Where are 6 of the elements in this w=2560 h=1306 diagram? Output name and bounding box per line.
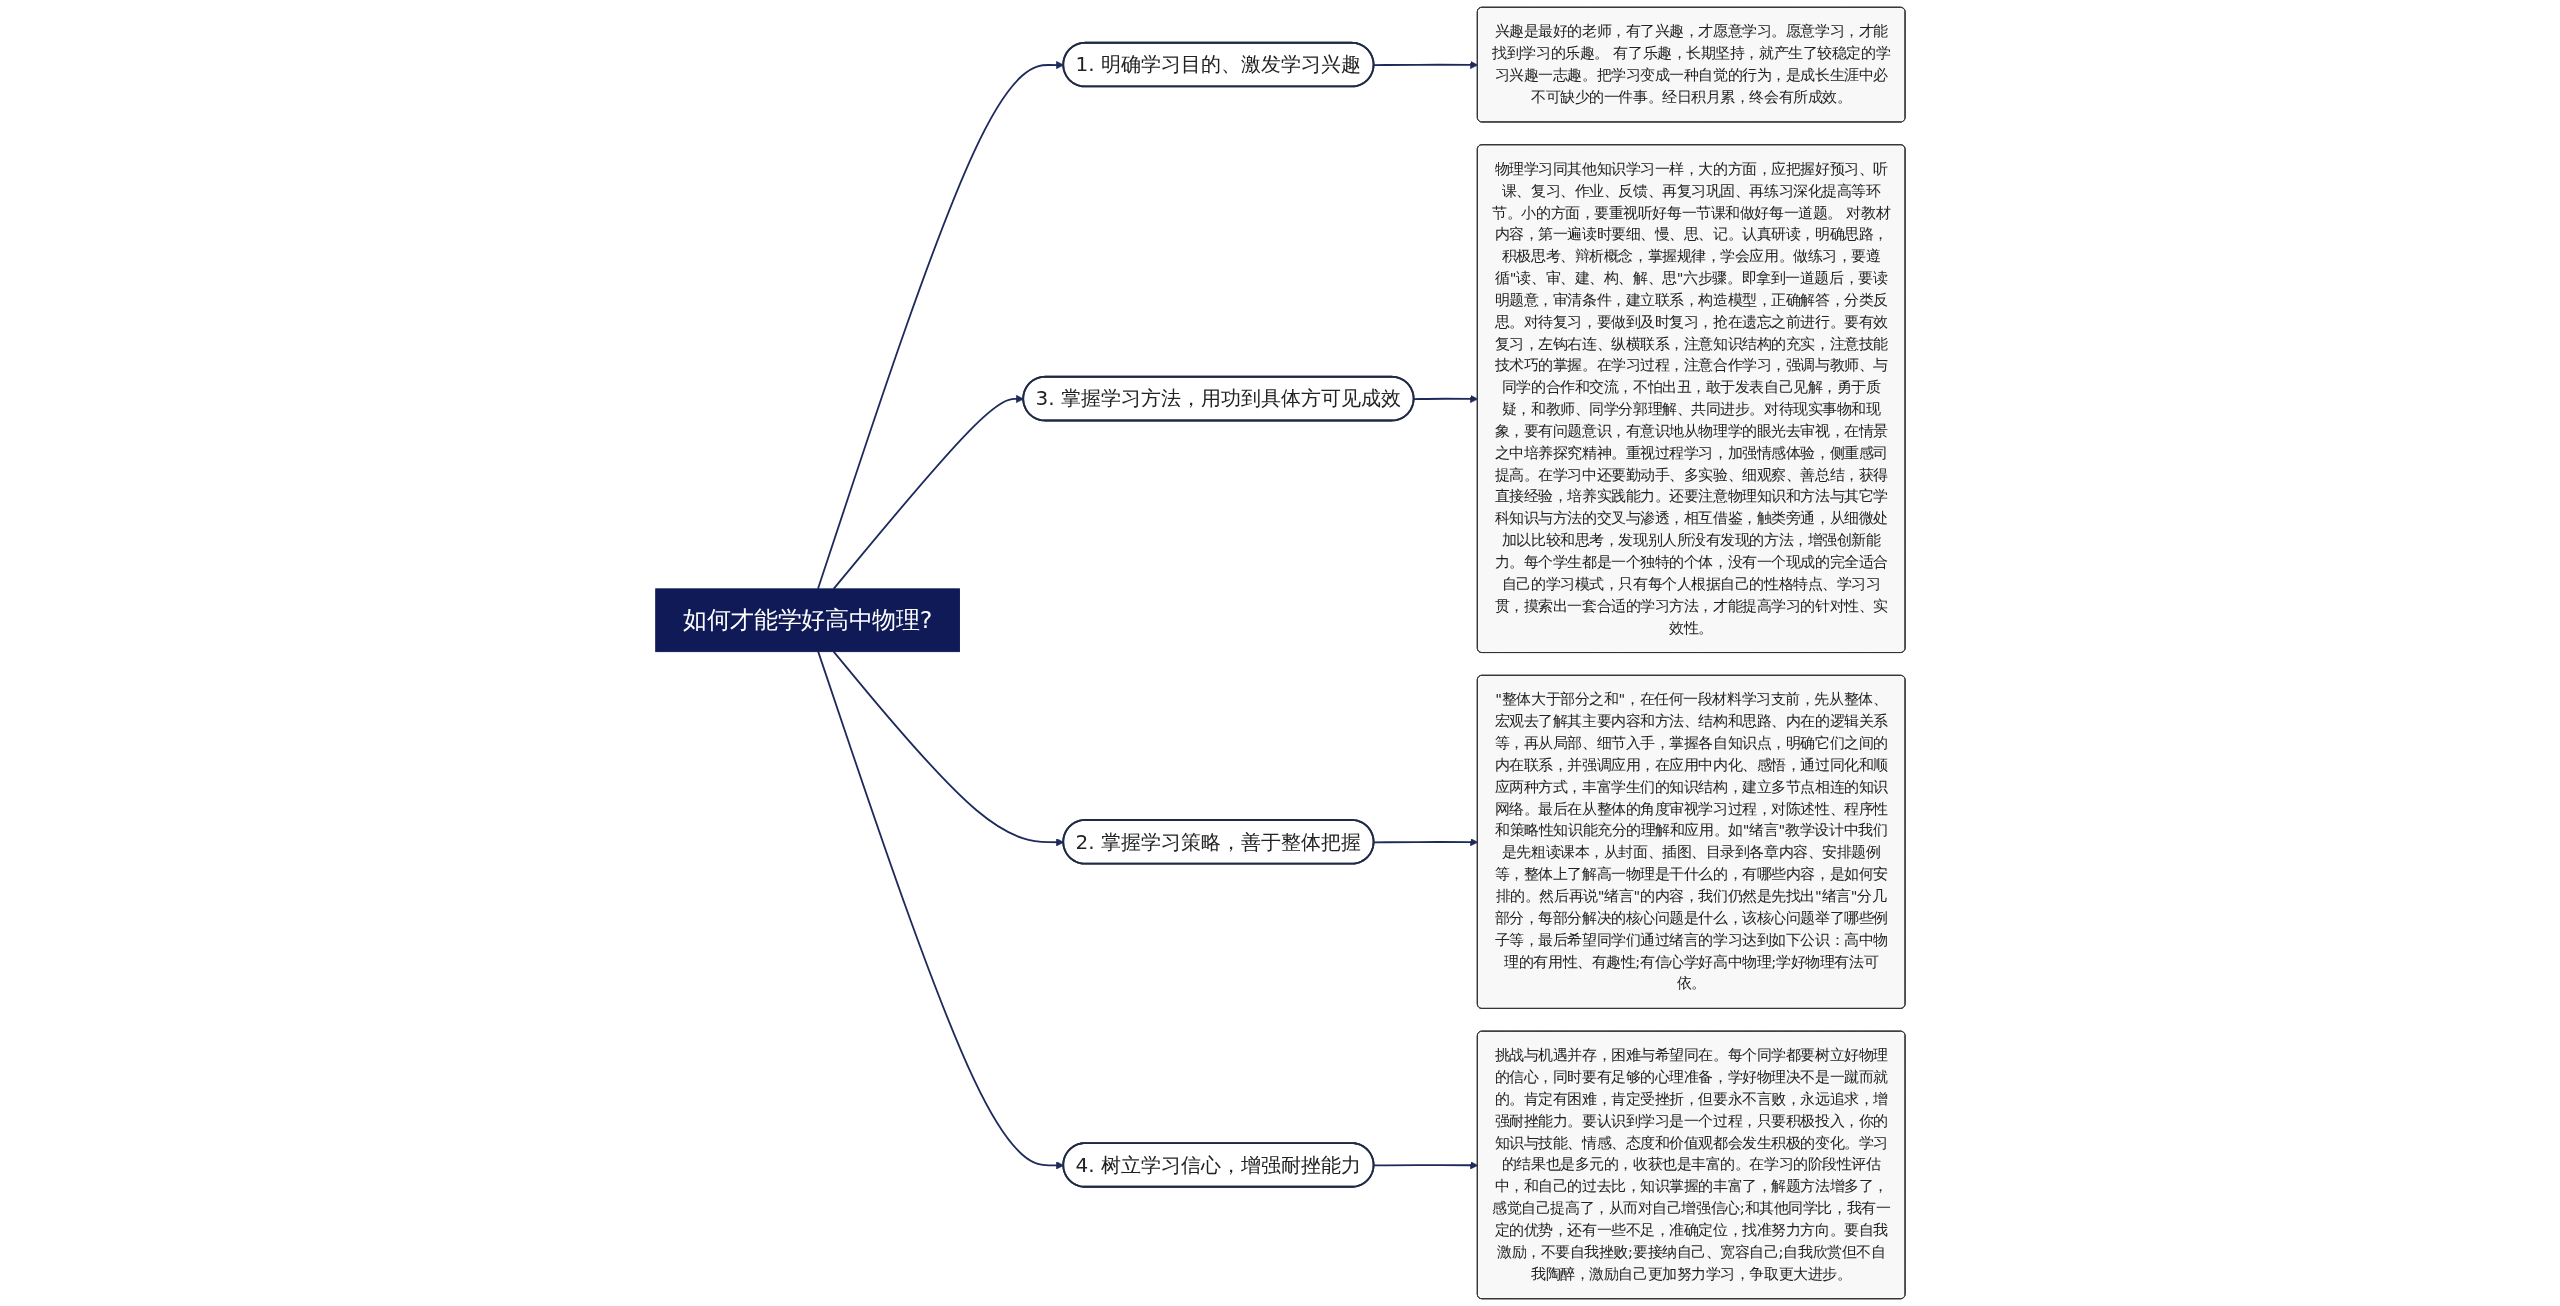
arrow <box>816 650 1064 1170</box>
node-box: 如何才能学好高中物理? <box>654 588 960 653</box>
arrow <box>832 650 1064 847</box>
arrow <box>816 61 1064 590</box>
arrow <box>1412 394 1478 403</box>
arrow <box>832 394 1024 590</box>
